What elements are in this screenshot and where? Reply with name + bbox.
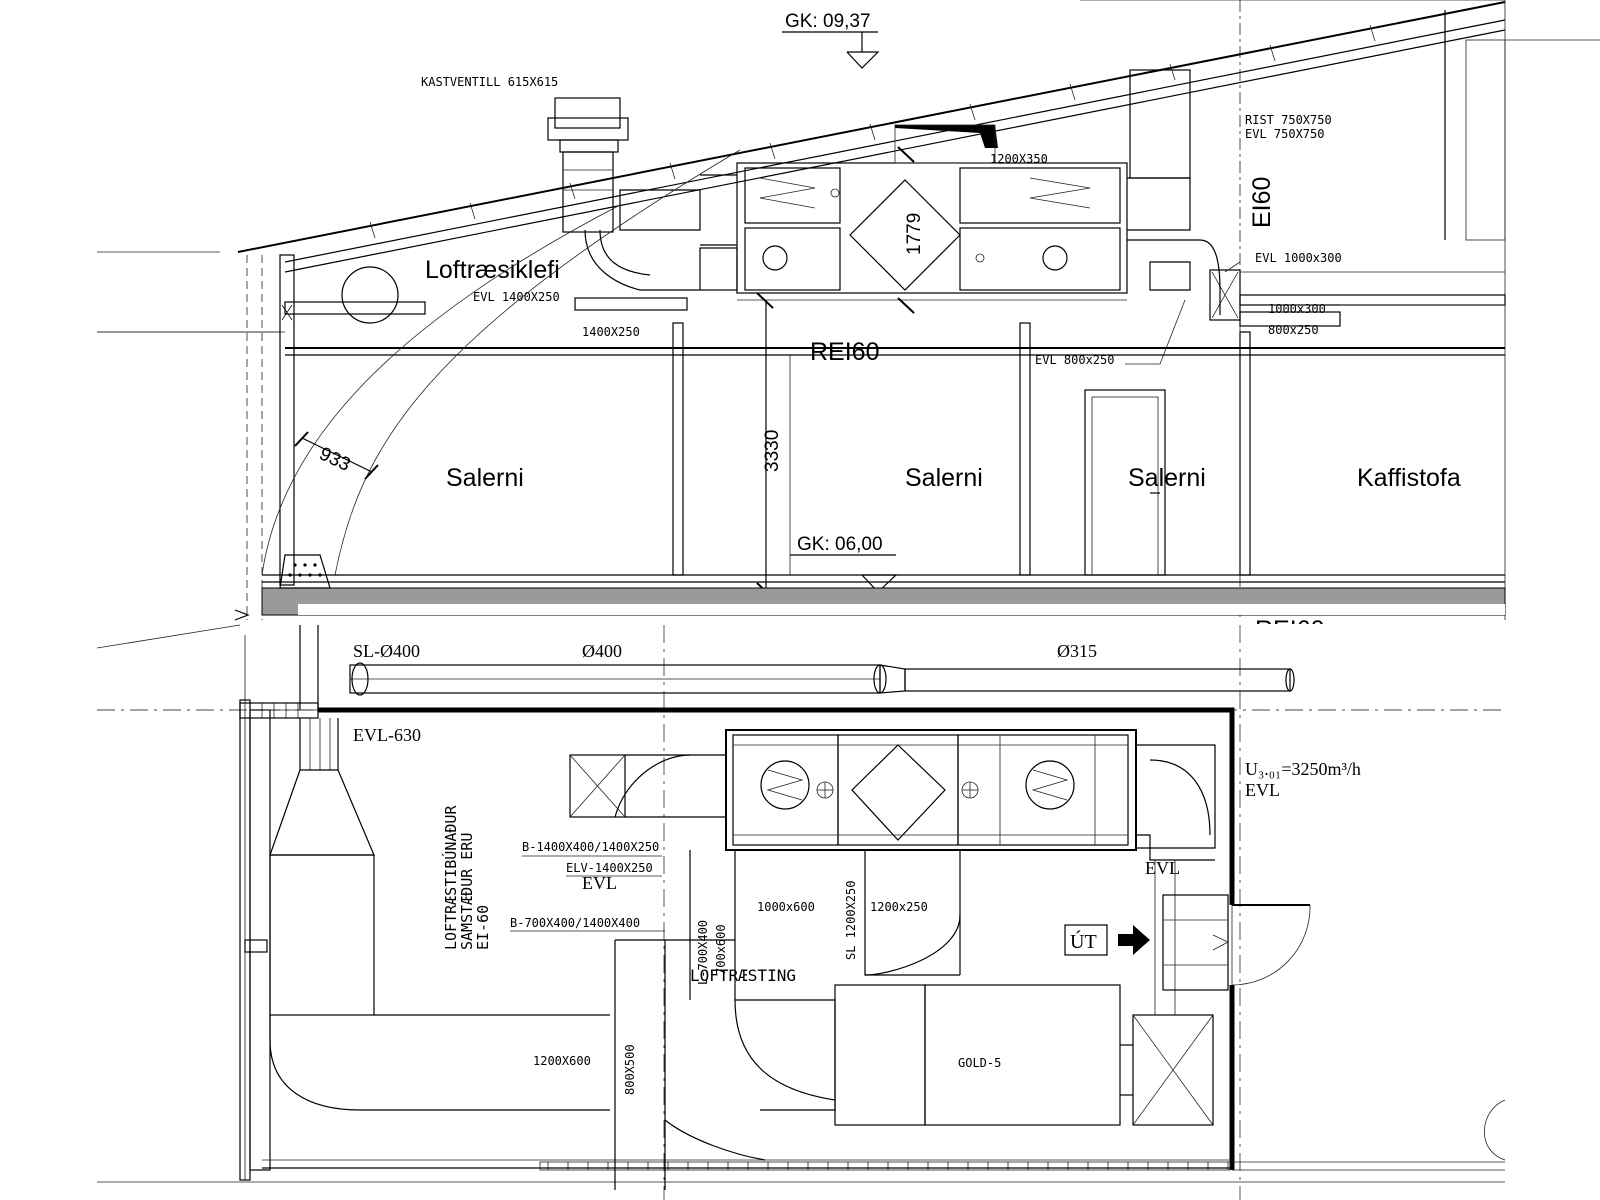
kastventill-label: KASTVENTILL 615X615 <box>421 75 558 89</box>
shaft-630 <box>239 702 610 1111</box>
loftraesting-label: LOFTRÆSTING <box>690 966 796 985</box>
evl-630-label: EVL-630 <box>353 725 421 745</box>
level-marker-top: GK: 09,37 <box>782 11 880 69</box>
round-duct <box>299 625 1295 710</box>
b-1400-label: B-1400X400/1400X250 <box>522 840 659 854</box>
ahu-section: 1779 <box>736 162 1128 301</box>
d315-label: Ø315 <box>1057 641 1097 661</box>
section-view: GK: 09,37 KASTVENTILL 615X615 <box>97 0 1600 644</box>
floor-grille <box>279 554 331 589</box>
plan-view: SL-Ø400 Ø400 Ø315 <box>96 624 1506 1200</box>
plan-ducts <box>569 744 1216 1190</box>
duct-800x250-label: 800x250 <box>1268 323 1319 337</box>
duct-1000x300-label: 1000x300 <box>1268 302 1326 316</box>
note-line-1: LOFTRÆSTIBÚNAÐUR <box>441 805 460 950</box>
evl-750-label: EVL 750X750 <box>1245 127 1324 141</box>
evl-right-label: EVL <box>1245 780 1280 800</box>
section-ducts <box>284 69 1506 327</box>
loft-floor <box>97 331 1505 356</box>
ahu-plan <box>725 729 1137 851</box>
exit-vent <box>1162 894 1229 991</box>
room-partitions <box>672 322 1251 576</box>
duct-1400x250-label: 1400X250 <box>582 325 640 339</box>
exit-sign: ÚT <box>1064 924 1150 956</box>
roof-purlins <box>369 24 1376 239</box>
elv-1400-label: ELV-1400X250 <box>566 861 653 875</box>
sl-400-label: SL-Ø400 <box>353 641 420 661</box>
sl-1200-label: SL 1200X250 <box>844 881 858 960</box>
evl-1000x300-label: EVL 1000x300 <box>1255 251 1342 265</box>
d400-label: Ø400 <box>582 641 622 661</box>
gold-label: GOLD-5 <box>958 1056 1001 1070</box>
duct-1200x250-label: 1200x250 <box>870 900 928 914</box>
dim-1779-label: 1779 <box>904 213 925 255</box>
b-700-label: B-700X400/1400X400 <box>510 916 640 930</box>
dim-3330-label: 3330 <box>762 430 783 472</box>
duct-1000x600-label: 1000x600 <box>757 900 815 914</box>
floor-slab <box>234 574 1506 621</box>
plan-bottom-wall <box>539 1161 1505 1171</box>
plan-door <box>1231 904 1311 986</box>
exit-arrow-icon <box>1118 925 1150 955</box>
u301-label: U₃.₀₁=3250m³/h <box>1245 759 1361 779</box>
room-salerni-2: Salerni <box>905 464 983 492</box>
evl-mid-label: EVL <box>1145 858 1180 878</box>
level-floor-label: GK: 06,00 <box>797 534 883 555</box>
rist-label: RIST 750X750 <box>1245 113 1332 127</box>
level-marker-floor: GK: 06,00 <box>790 534 898 593</box>
duct-800x500-label: 800X500 <box>623 1044 637 1095</box>
note-line-2: SAMSTÆÐUR ERU <box>458 833 476 950</box>
evl-800x250-label: EVL 800x250 <box>1035 353 1114 367</box>
room-salerni-1: Salerni <box>446 464 524 492</box>
ei60-enclosure <box>318 707 1235 1170</box>
rei60-label: REI60 <box>810 338 879 366</box>
kastventill: KASTVENTILL 615X615 <box>421 75 629 233</box>
evl-1400x250-label: EVL 1400X250 <box>473 290 560 304</box>
duct-1200x350-label: 1200X350 <box>990 152 1048 166</box>
ei60-label: EI60 <box>1248 177 1276 228</box>
duct-700x400-label: L-700X400 <box>696 920 710 985</box>
exit-label: ÚT <box>1070 929 1097 953</box>
duct-700x600-label: 700x600 <box>714 924 728 975</box>
duct-1200x600-label: 1200X600 <box>533 1054 591 1068</box>
note-line-3: EI-60 <box>474 905 492 950</box>
room-kaffistofa: Kaffistofa <box>1357 464 1461 492</box>
evl-left-label: EVL <box>582 873 617 893</box>
outer-wall-section <box>279 254 295 586</box>
dim-933-label: 933 <box>316 443 354 475</box>
level-top-label: GK: 09,37 <box>785 11 871 32</box>
room-salerni-3: Salerni <box>1128 464 1206 492</box>
